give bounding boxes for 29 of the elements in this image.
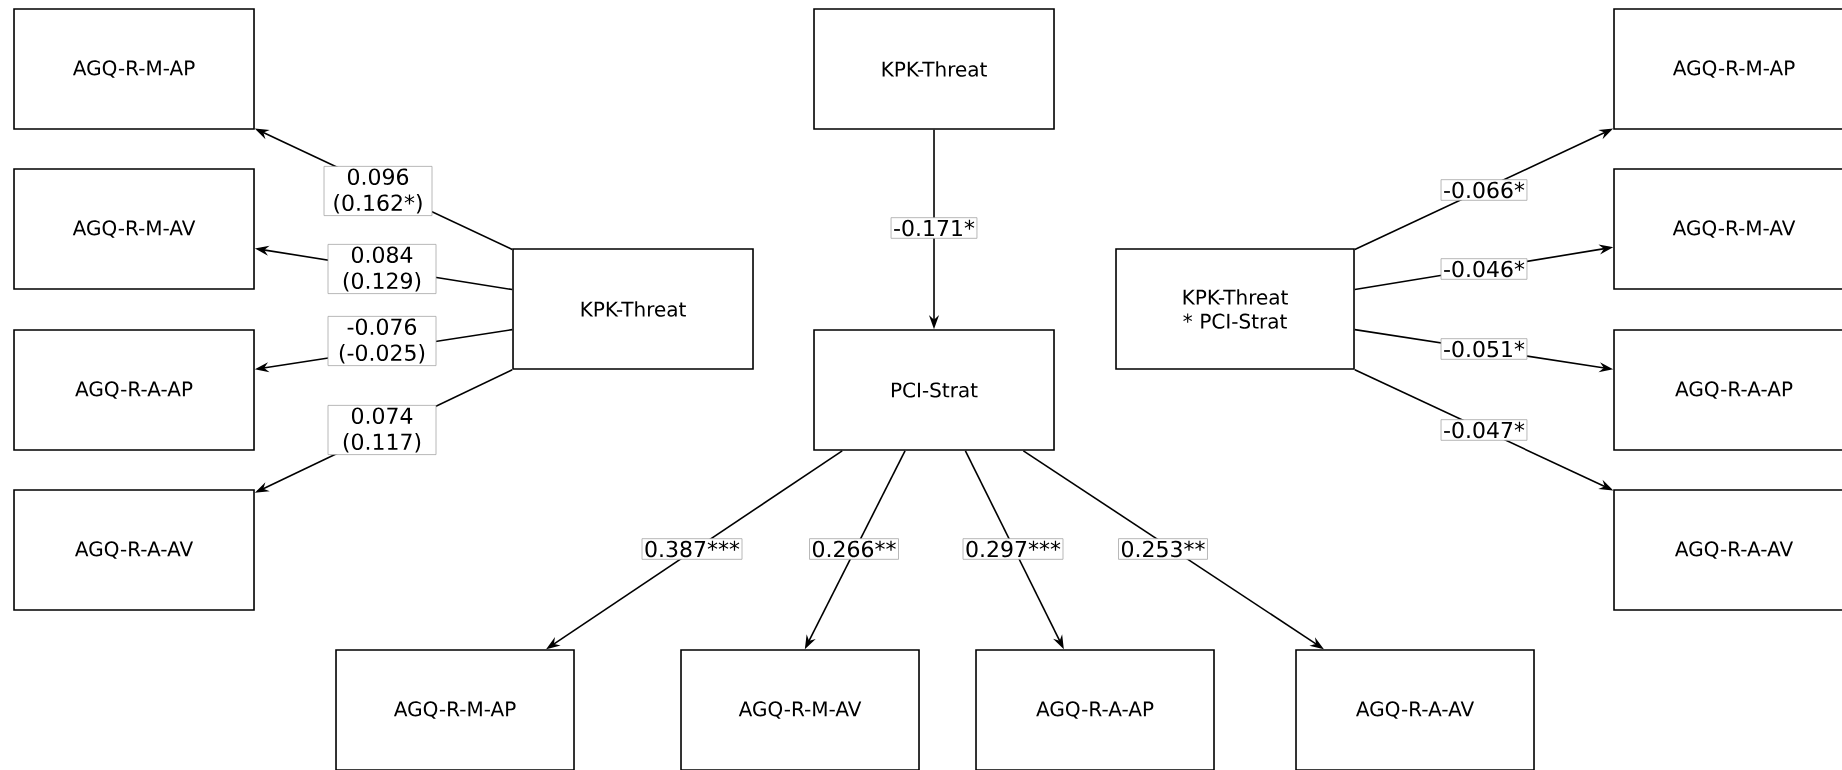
box: KPK-Threat [813,8,1055,130]
box: AGQ-R-M-AV [680,649,920,770]
edge-label: 0.387*** [641,538,743,560]
edge-label: 0.074 (0.117) [327,405,437,455]
box: PCI-Strat [813,329,1055,451]
edge-label: -0.066* [1440,179,1528,201]
edge-label: 0.297*** [962,538,1064,560]
box: AGQ-R-M-AP [1613,8,1842,130]
box: AGQ-R-A-AV [13,489,255,611]
edge-label: 0.266** [809,538,899,560]
box: AGQ-R-A-AV [1613,489,1842,611]
edge-label: -0.171* [890,217,978,239]
box: KPK-Threat * PCI-Strat [1115,248,1355,370]
box: AGQ-R-M-AV [13,168,255,290]
box: AGQ-R-A-AV [1295,649,1535,770]
box: KPK-Threat [512,248,754,370]
box: AGQ-R-M-AP [13,8,255,130]
edge-label: -0.051* [1440,338,1528,360]
box: AGQ-R-A-AP [1613,329,1842,451]
box: AGQ-R-M-AV [1613,168,1842,290]
edge-label: 0.096 (0.162*) [323,166,433,216]
edge-label: -0.046* [1440,258,1528,280]
edge-label: 0.253** [1118,538,1208,560]
box: AGQ-R-M-AP [335,649,575,770]
box: AGQ-R-A-AP [975,649,1215,770]
edge-label: -0.047* [1440,419,1528,441]
box: AGQ-R-A-AP [13,329,255,451]
edge-label: -0.076 (-0.025) [327,316,437,366]
edge-label: 0.084 (0.129) [327,244,437,294]
